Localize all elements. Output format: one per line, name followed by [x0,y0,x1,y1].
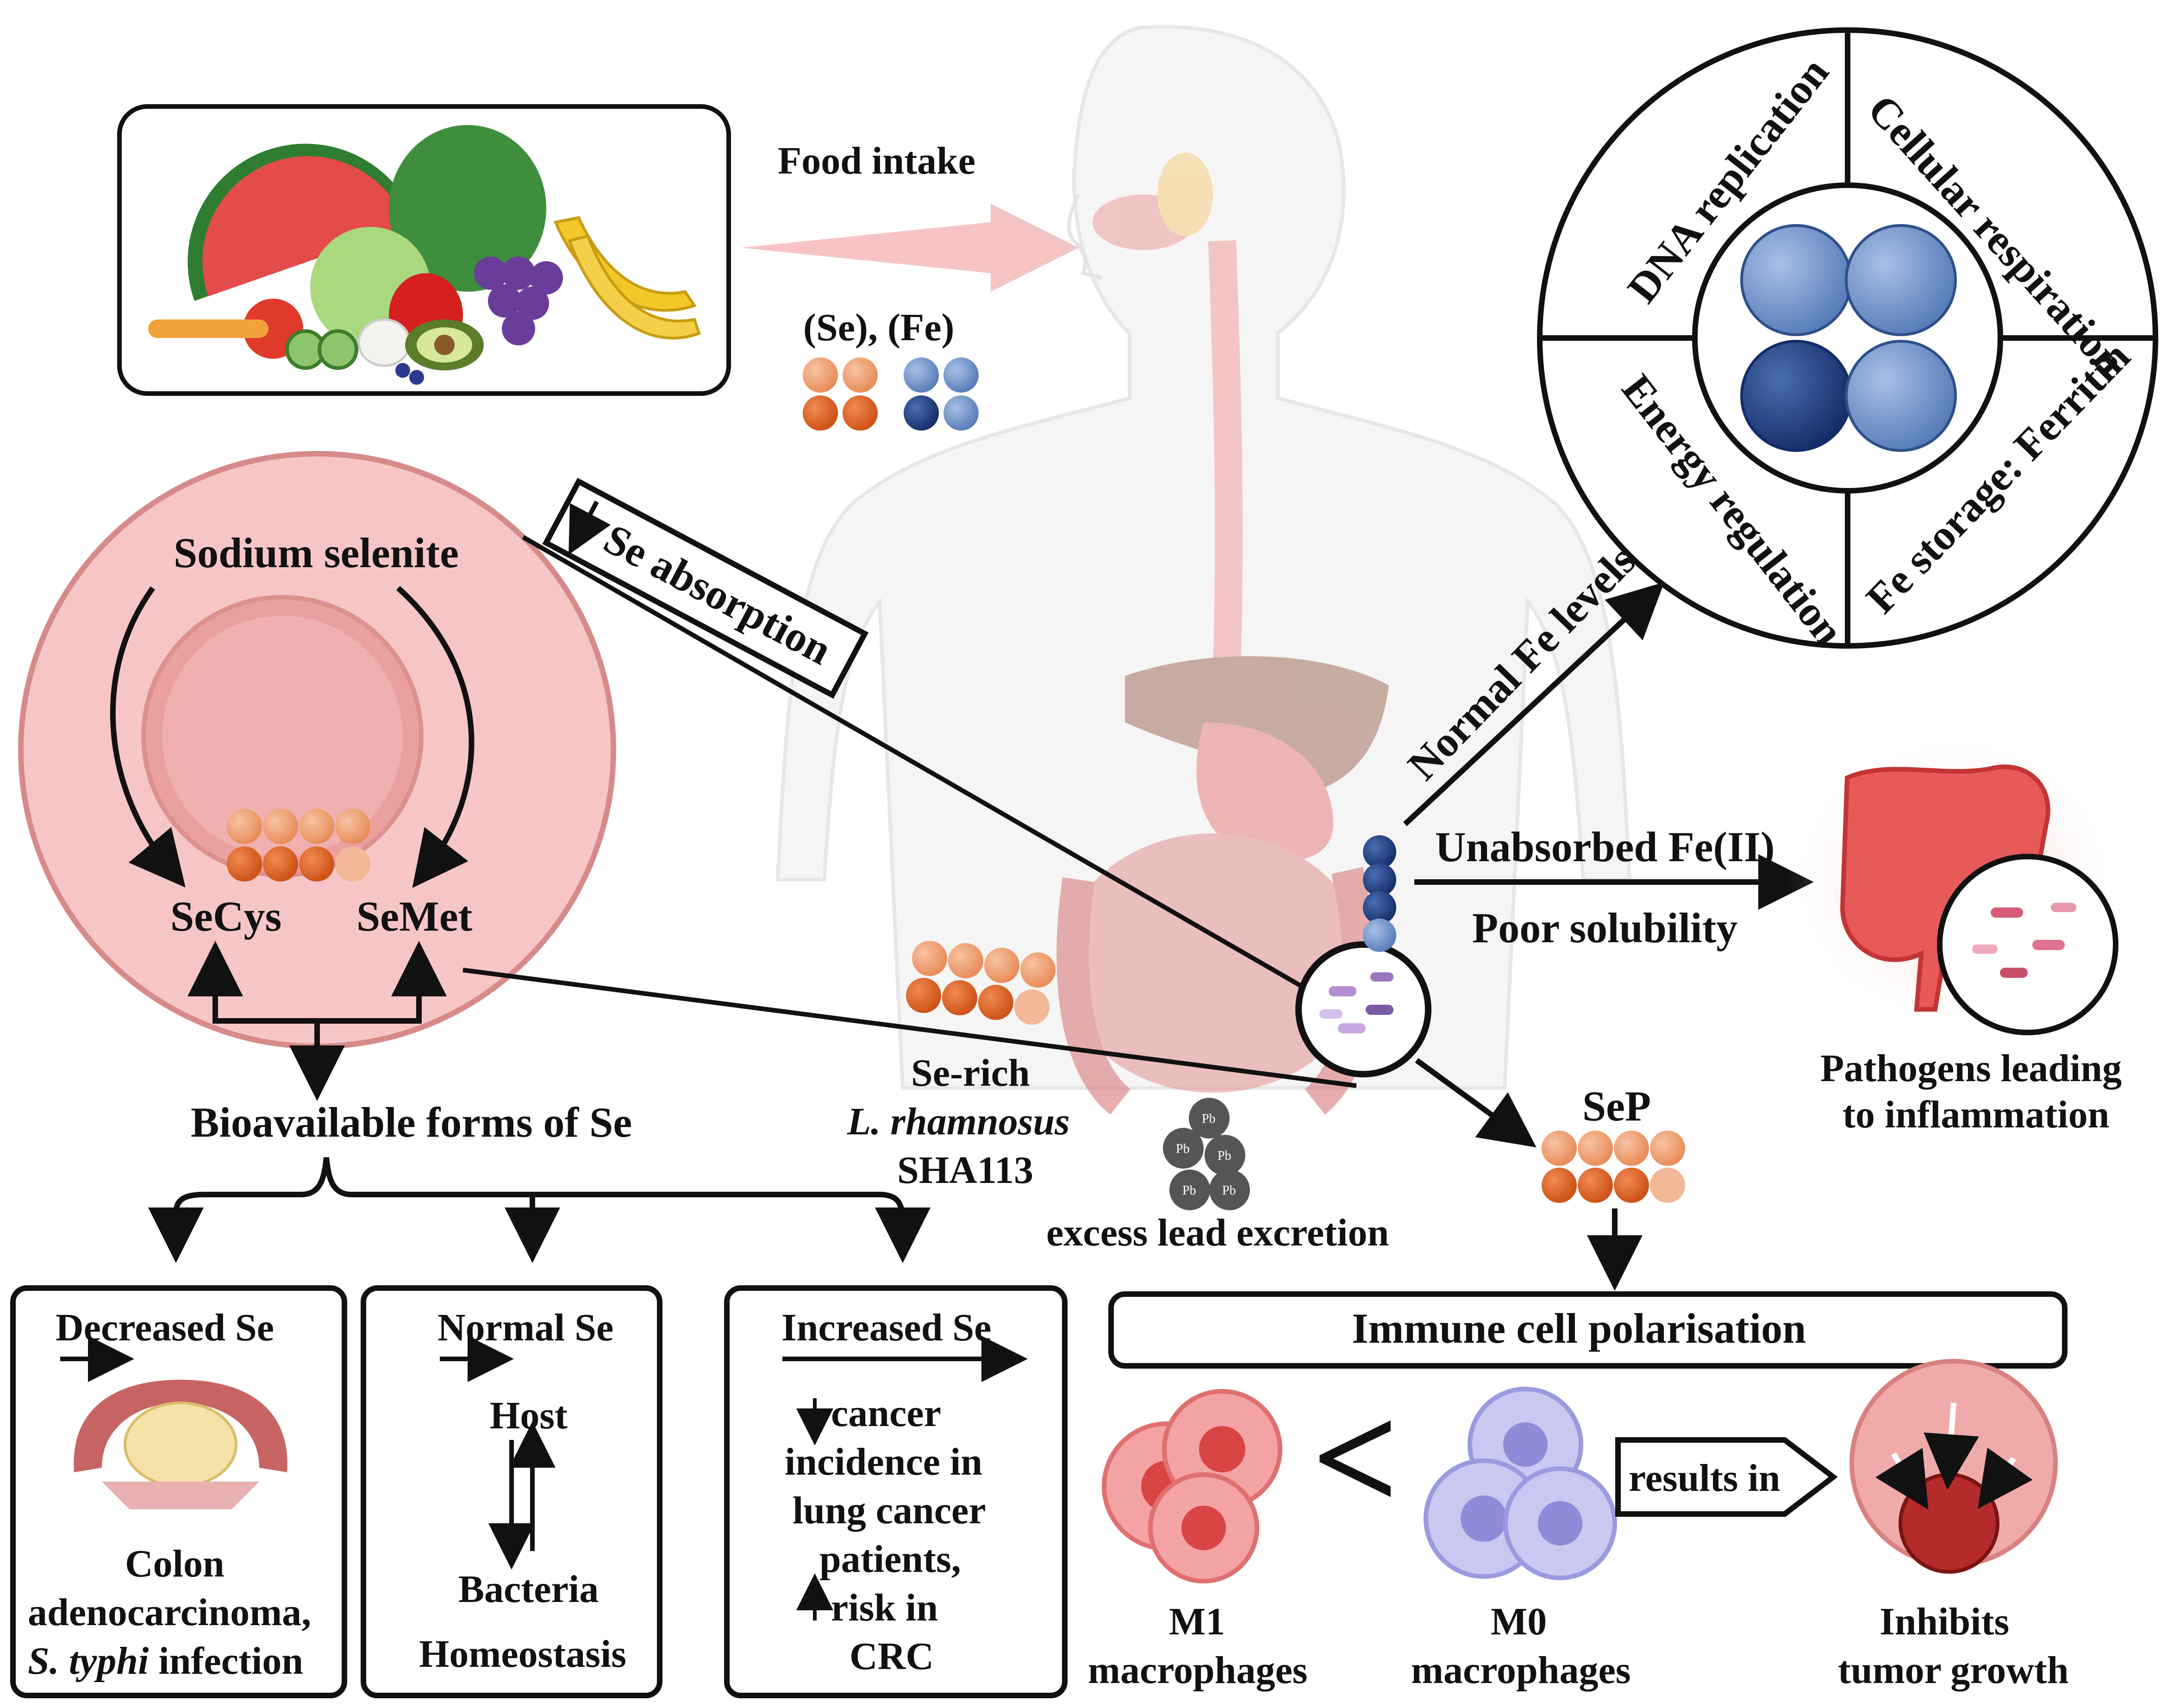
fe-particles-top [904,357,979,431]
decreased-line1: Colon [125,1542,225,1585]
carrot-icon [148,319,269,338]
decreased-se-title: Decreased Se [56,1306,274,1349]
secys-label: SeCys [170,893,281,940]
colon-tumor-icon [74,1380,287,1472]
food-intake-label: Food intake [778,139,975,182]
svg-text:Pb: Pb [1218,1149,1231,1163]
se-particles-sep [1542,1131,1685,1203]
l-rhamnosus-label: L. rhamnosus [847,1100,1070,1143]
grapes-icon [474,257,563,345]
food-box [117,104,731,396]
m1-label-1: M1 [1169,1600,1225,1643]
m1-macrophages-icon [1102,1389,1282,1583]
sha113-label: SHA113 [897,1149,1033,1192]
inhibits-label-2: tumor growth [1838,1649,2069,1692]
normal-host: Host [490,1394,568,1437]
svg-text:Pb: Pb [1222,1183,1236,1198]
sodium-selenite-label: Sodium selenite [174,529,459,576]
inhibits-label-1: Inhibits [1880,1600,2009,1643]
semet-label: SeMet [356,893,473,940]
increased-se-box: Increased Se cancer incidence in lung ca… [724,1285,1068,1698]
human-body [775,25,1632,1090]
increased-se-title: Increased Se [781,1306,991,1349]
poor-solubility-label: Poor solubility [1472,904,1737,951]
lead-cluster-icon: Pb Pb Pb Pb Pb [1163,1098,1250,1210]
bioavailable-label: Bioavailable forms of Se [191,1099,632,1146]
pathogens-label-2: to inflammation [1843,1093,2109,1136]
inflamed-colon-icon [1787,732,2120,1035]
svg-text:Pb: Pb [1176,1142,1190,1156]
se-fe-label: (Se), (Fe) [803,306,954,349]
increased-l3: lung cancer [793,1489,986,1532]
less-than-symbol: < [1312,1374,1399,1543]
iron-function-wheel: DNA replication Cellular respiration Ene… [1537,27,2158,654]
decreased-se-box: Decreased Se Colon adenocarcinoma, S. ty… [10,1285,347,1698]
decreased-line3: S. typhi infection [28,1639,303,1683]
m0-macrophages-icon [1424,1387,1617,1580]
m1-label-2: macrophages [1088,1649,1307,1692]
normal-fe-arrow [1403,582,1665,826]
unabsorbed-fe-label: Unabsorbed Fe(II) [1435,823,1774,870]
se-particles-probiotic [906,941,1056,1025]
fe-column [1363,835,1396,952]
pathogens-label-1: Pathogens leading [1820,1047,2122,1090]
arrow-to-semet [396,586,475,888]
immune-box [1108,1291,2068,1369]
immune-label: Immune cell polarisation [1352,1305,1806,1352]
increased-l4: patients, [819,1538,961,1581]
m0-label-1: M0 [1491,1600,1547,1643]
results-in-label: results in [1629,1457,1780,1500]
gut-bacteria-magnifier [1295,941,1431,1077]
iron-sphere [1740,224,1852,336]
increased-l1: cancer [831,1392,941,1435]
lettuce-icon [389,125,546,292]
bioavailable-brace [173,1157,906,1232]
se-particles-cell [227,809,370,882]
food-intake-arrow [741,204,1079,292]
selenium-cell [18,451,616,1049]
normal-se-box: Normal Se Host Bacteria Homeostasis [361,1285,662,1698]
m0-label-2: macrophages [1411,1649,1630,1692]
arrow-to-secys [110,586,186,888]
normal-homeostasis: Homeostasis [419,1633,626,1676]
excess-lead-label: excess lead excretion [1046,1211,1389,1254]
normal-bacteria: Bacteria [458,1568,599,1611]
svg-text:Pb: Pb [1202,1112,1216,1126]
svg-text:Pb: Pb [1182,1183,1196,1198]
increased-l2: incidence in [785,1440,982,1483]
se-rich-label: Se-rich [911,1051,1030,1095]
results-in-arrow [1615,1437,1838,1517]
garlic-icon [357,318,411,367]
decreased-line2: adenocarcinoma, [28,1591,311,1634]
normal-se-title: Normal Se [437,1306,613,1349]
sep-label: SeP [1582,1082,1651,1130]
tumor-icon [1849,1359,2058,1574]
increased-l5: risk in [831,1586,938,1629]
se-particles-top [803,357,878,431]
increased-l6: CRC [850,1635,934,1678]
sep-arrow [1415,1058,1537,1148]
